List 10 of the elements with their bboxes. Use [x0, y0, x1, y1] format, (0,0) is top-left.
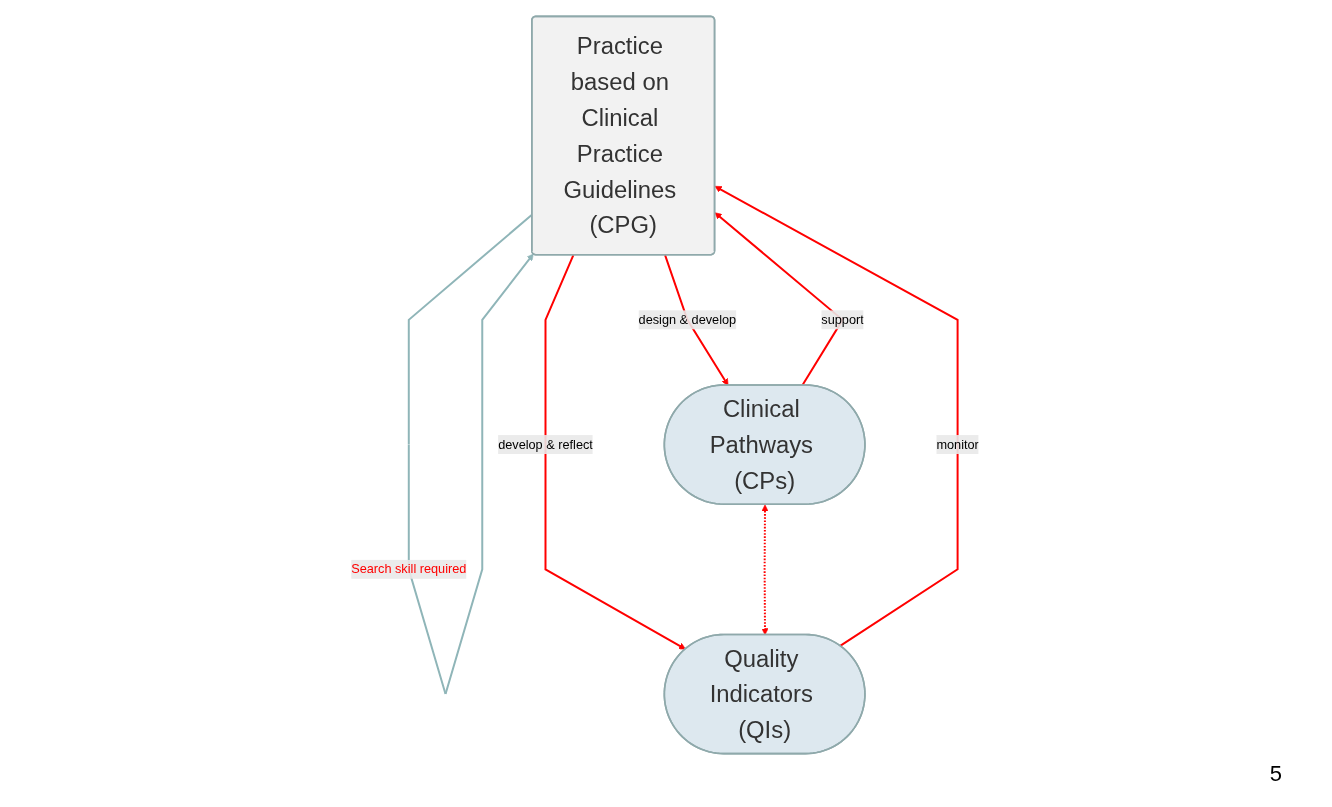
edge-label: support — [821, 312, 864, 327]
arrow — [544, 254, 686, 650]
edge-label: Search skill required — [351, 562, 467, 576]
arrow — [407, 213, 534, 695]
arrow — [761, 504, 769, 636]
arrow — [714, 185, 959, 647]
edge-label: design & develop — [638, 312, 737, 327]
edge-label: monitor — [936, 437, 979, 451]
edge-label: develop & reflect — [498, 437, 593, 451]
page-number: 5 — [1269, 761, 1282, 786]
